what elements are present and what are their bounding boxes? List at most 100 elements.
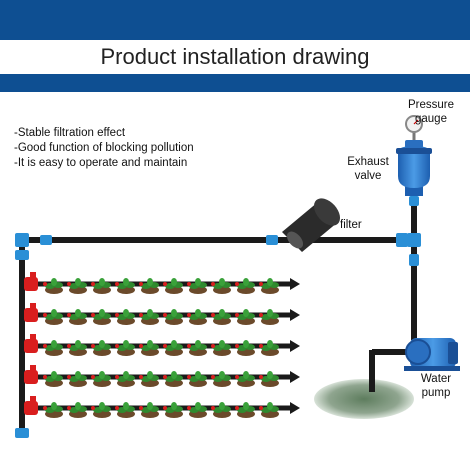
plant-icon [115, 309, 135, 325]
dripper-icon [259, 406, 263, 410]
dripper-icon [43, 344, 47, 348]
dripper-icon [211, 344, 215, 348]
plant-icon [235, 278, 255, 294]
feature-item: -It is easy to operate and maintain [14, 157, 188, 169]
dripper-icon [91, 313, 95, 317]
plant-icon [115, 278, 135, 294]
dripper-icon [43, 375, 47, 379]
dripper-icon [139, 375, 143, 379]
dripper-icon [139, 282, 143, 286]
feature-item: -Good function of blocking pollution [14, 142, 194, 154]
plant-icon [259, 309, 279, 325]
dripper-icon [91, 406, 95, 410]
dripper-icon [139, 344, 143, 348]
plant-icon [259, 402, 279, 418]
lateral-line [24, 365, 300, 384]
end-cap [290, 371, 300, 383]
plant-icon [235, 340, 255, 356]
plant-icon [91, 340, 111, 356]
plant-icon [43, 278, 63, 294]
dripper-icon [235, 313, 239, 317]
water-pump-label: Water pump [420, 373, 452, 399]
dripper-icon [211, 375, 215, 379]
plant-icon [91, 402, 111, 418]
plant-icon [163, 340, 183, 356]
dripper-icon [187, 375, 191, 379]
plant-icon [67, 371, 87, 387]
dripper-icon [259, 313, 263, 317]
dripper-icon [211, 282, 215, 286]
plant-icon [211, 340, 231, 356]
plant-icon [187, 371, 207, 387]
valve-icon [24, 370, 38, 384]
plant-icon [139, 340, 159, 356]
dripper-icon [187, 406, 191, 410]
lateral-line [24, 396, 300, 415]
plant-icon [163, 371, 183, 387]
dripper-icon [235, 406, 239, 410]
dripper-icon [67, 375, 71, 379]
plant-icon [67, 340, 87, 356]
end-cap [290, 402, 300, 414]
feature-list: -Stable filtration effect -Good function… [14, 126, 194, 171]
plant-icon [211, 402, 231, 418]
plant-icon [187, 278, 207, 294]
plant-icon [115, 371, 135, 387]
dripper-icon [43, 313, 47, 317]
dripper-icon [187, 313, 191, 317]
dripper-icon [187, 344, 191, 348]
page-title: Product installation drawing [0, 40, 470, 74]
plant-icon [163, 309, 183, 325]
dripper-icon [163, 344, 167, 348]
dripper-icon [43, 282, 47, 286]
dripper-icon [259, 375, 263, 379]
dripper-icon [115, 313, 119, 317]
end-cap [290, 340, 300, 352]
dripper-icon [163, 375, 167, 379]
plant-icon [115, 402, 135, 418]
water-pump-icon [404, 338, 460, 371]
dripper-icon [259, 344, 263, 348]
plant-icon [163, 402, 183, 418]
plant-icon [187, 402, 207, 418]
plant-icon [259, 340, 279, 356]
plant-icon [67, 309, 87, 325]
valve-icon [24, 401, 38, 415]
header-banner: Product installation drawing [0, 0, 470, 92]
plant-icon [211, 371, 231, 387]
dripper-icon [115, 282, 119, 286]
plant-icon [67, 278, 87, 294]
dripper-icon [91, 282, 95, 286]
dripper-icon [163, 406, 167, 410]
lateral-line [24, 334, 300, 353]
dripper-icon [163, 313, 167, 317]
dripper-icon [235, 282, 239, 286]
exhaust-valve-icon [396, 140, 432, 196]
end-cap [290, 309, 300, 321]
drip-laterals [24, 272, 300, 415]
pressure-gauge-label: Pressure gauge [407, 99, 455, 125]
plant-rows [43, 278, 279, 418]
plant-icon [139, 371, 159, 387]
plant-icon [211, 309, 231, 325]
dripper-icon [259, 282, 263, 286]
pressure-gauge-icon [405, 115, 423, 140]
valve-icon [24, 339, 38, 353]
dripper-icon [67, 282, 71, 286]
dripper-icon [139, 313, 143, 317]
filter-icon [282, 198, 341, 252]
dripper-icon [115, 406, 119, 410]
plant-icon [163, 278, 183, 294]
dripper-icon [211, 313, 215, 317]
dripper-icon [91, 344, 95, 348]
plant-icon [259, 371, 279, 387]
plant-icon [139, 309, 159, 325]
dripper-icon [91, 375, 95, 379]
lateral-line [24, 303, 300, 322]
main-pipe [19, 196, 417, 438]
plant-icon [91, 371, 111, 387]
plant-icon [211, 278, 231, 294]
dripper-icon [211, 406, 215, 410]
plant-icon [67, 402, 87, 418]
